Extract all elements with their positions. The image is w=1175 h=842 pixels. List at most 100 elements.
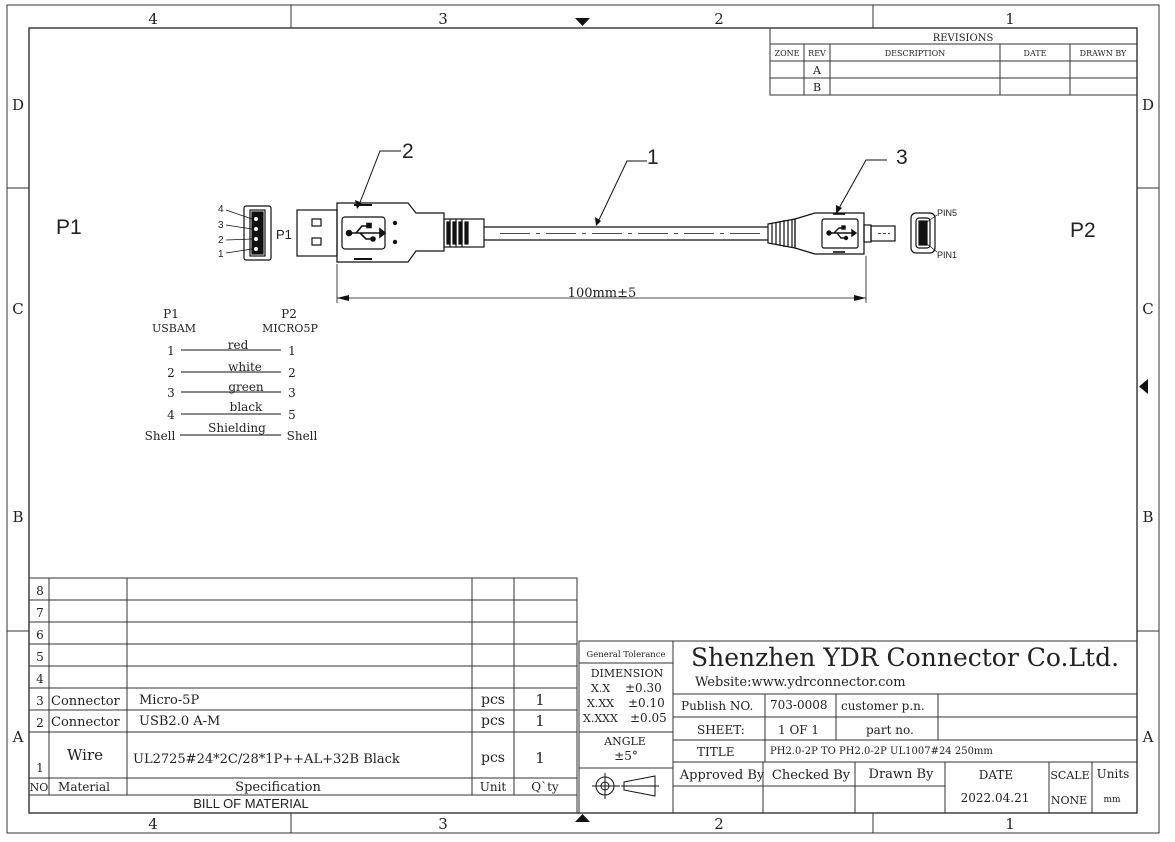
bom-row-number: 4 xyxy=(36,672,44,686)
bom-qty: 1 xyxy=(535,691,545,709)
tolerance-title: General Tolerance xyxy=(586,650,665,660)
zone-bottom-2: 2 xyxy=(714,815,724,833)
company-name: Shenzhen YDR Connector Co.Ltd. xyxy=(691,643,1119,672)
micro-usb-end-face xyxy=(910,212,936,254)
scale-label: SCALE xyxy=(1050,769,1089,782)
tolerance-value: ±0.05 xyxy=(630,711,667,725)
title-value: PH2.0-2P TO PH2.0-2P UL1007#24 250mm xyxy=(770,746,993,757)
bom-header-no: NO xyxy=(30,781,49,794)
zone-right-d: D xyxy=(1142,96,1154,114)
sheet-value: 1 OF 1 xyxy=(778,723,819,737)
micro-usb-symbol-icon xyxy=(826,225,858,241)
revisions-header-zone: ZONE xyxy=(775,49,800,58)
zone-right-b: B xyxy=(1142,508,1153,526)
callout-number-2: 2 xyxy=(402,140,414,163)
zone-top-3: 3 xyxy=(438,10,448,28)
bom-row-number: 7 xyxy=(36,606,44,620)
wiring-right-pin: 5 xyxy=(288,408,296,422)
checked-by-label: Checked By xyxy=(772,768,851,783)
zone-top-4: 4 xyxy=(148,10,158,28)
publish-number-label: Publish NO. xyxy=(681,699,753,713)
tolerance-angle-value: ±5° xyxy=(614,749,638,763)
projection-symbol-icon xyxy=(592,773,659,799)
callout-number-1: 1 xyxy=(647,146,659,169)
tolerance-angle-label: ANGLE xyxy=(603,735,646,748)
wiring-wire-color: black xyxy=(230,400,263,414)
callout-2-leader xyxy=(358,150,401,206)
bom-header-qty: Q`ty xyxy=(531,780,559,794)
center-mark-right xyxy=(1139,379,1148,394)
sheet-label: SHEET: xyxy=(697,723,745,737)
wiring-right-pin: Shell xyxy=(287,429,318,443)
wiring-left-pin: 2 xyxy=(167,366,175,380)
zone-bottom-1: 1 xyxy=(1005,815,1015,833)
bom-spec: Micro-5P xyxy=(139,693,199,708)
p1-end-label: P1 xyxy=(56,216,82,239)
zone-top-1: 1 xyxy=(1005,10,1015,28)
zone-top-2: 2 xyxy=(714,10,724,28)
zone-bottom-3: 3 xyxy=(438,815,448,833)
drawing-frame xyxy=(6,4,1160,834)
zone-left-d: D xyxy=(12,96,24,114)
micro-usb-metal-shell xyxy=(870,225,896,242)
date-value: 2022.04.21 xyxy=(961,791,1030,805)
title-label: TITLE xyxy=(697,745,734,759)
usb-symbol-icon xyxy=(345,222,387,242)
zone-left-c: C xyxy=(12,300,23,318)
bom-spec: UL2725#24*2C/28*1P++AL+32B Black xyxy=(133,752,400,767)
usb-a-pin-number: 4 xyxy=(218,204,224,215)
cable-drawing xyxy=(225,150,938,303)
bom-row-number: 5 xyxy=(36,650,44,664)
bom-qty: 1 xyxy=(535,749,545,767)
pin1-label: PIN1 xyxy=(937,250,957,260)
bom-row-number: 1 xyxy=(36,761,44,775)
bom-row-number: 8 xyxy=(36,584,44,598)
wiring-left-pin: 1 xyxy=(167,344,175,358)
date-label: DATE xyxy=(979,768,1013,782)
units-label: Units xyxy=(1097,767,1130,781)
bom-material: Connector xyxy=(51,694,121,709)
usb-a-overmold xyxy=(336,202,445,263)
p2-end-label: P2 xyxy=(1070,219,1096,242)
revisions-header-description: DESCRIPTION xyxy=(885,49,945,58)
wiring-wire-color: green xyxy=(228,380,264,394)
wiring-lines xyxy=(180,349,281,436)
wiring-p2-type: MICRO5P xyxy=(262,322,318,335)
wiring-left-pin: Shell xyxy=(145,429,176,443)
bom-row-number: 2 xyxy=(36,716,44,730)
usb-a-pin-number: 3 xyxy=(218,220,224,231)
drawn-by-label: Drawn By xyxy=(869,767,935,782)
tolerance-format: X.X xyxy=(591,682,610,695)
center-mark-bottom xyxy=(575,814,590,822)
tolerance-dimension-label: DIMENSION xyxy=(591,667,664,680)
zone-right-c: C xyxy=(1142,300,1153,318)
tolerance-value: ±0.10 xyxy=(628,696,665,710)
wiring-right-pin: 3 xyxy=(288,386,296,400)
revisions-row-rev: B xyxy=(813,81,821,94)
bom-unit: pcs xyxy=(481,692,505,708)
wiring-p1-header: P1 xyxy=(163,307,179,321)
revisions-header-rev: REV xyxy=(808,49,826,58)
tolerance-format: X.XX xyxy=(587,697,614,710)
zone-left-b: B xyxy=(12,508,23,526)
revisions-title: REVISIONS xyxy=(933,33,994,44)
usb-a-metal-shell xyxy=(296,209,338,257)
bom-row-number: 3 xyxy=(36,694,44,708)
center-mark-top xyxy=(575,18,590,26)
bom-header-material: Material xyxy=(58,780,110,794)
bom-unit: pcs xyxy=(481,750,505,766)
customer-pn-label: customer p.n. xyxy=(841,699,925,713)
company-website: Website:www.ydrconnector.com xyxy=(695,675,906,690)
bom-spec: USB2.0 A-M xyxy=(139,714,220,729)
wiring-p1-type: USBAM xyxy=(152,322,196,335)
callout-3-leader xyxy=(837,159,887,211)
tolerance-value: ±0.30 xyxy=(625,681,662,695)
usb-a-end-face xyxy=(243,205,272,261)
revisions-table xyxy=(769,27,1138,96)
bom-caption: BILL OF MATERIAL xyxy=(193,796,309,811)
title-block xyxy=(672,640,1138,814)
wiring-wire-color: red xyxy=(228,338,249,352)
wiring-left-pin: 4 xyxy=(167,408,175,422)
bom-unit: pcs xyxy=(481,713,505,729)
